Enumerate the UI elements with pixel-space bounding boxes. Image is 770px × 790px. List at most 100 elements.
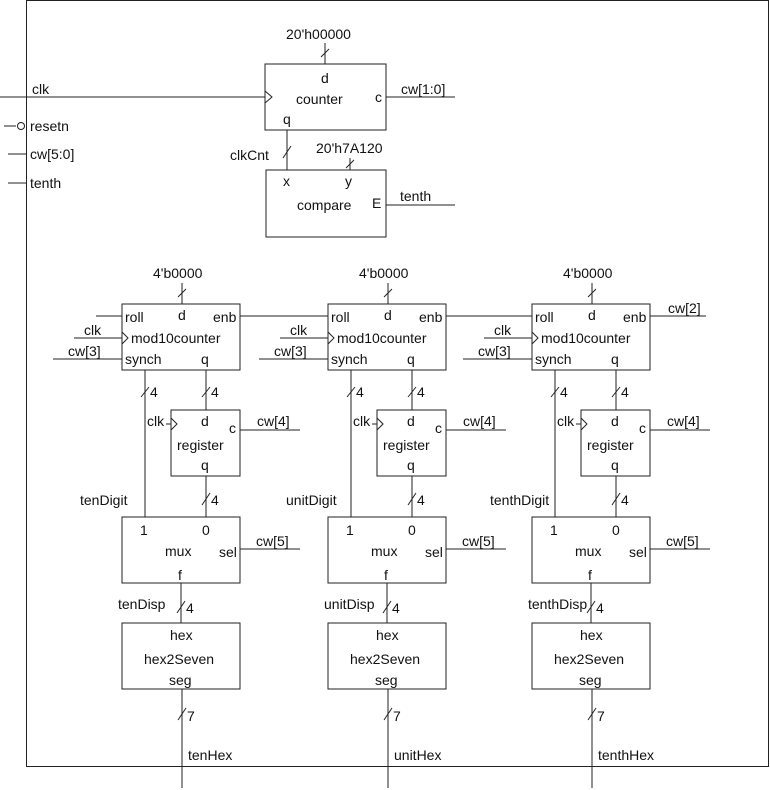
mux-f-port: f	[178, 567, 182, 583]
register-to-mux-bus-tick	[407, 492, 417, 506]
counter-const-bus-tick	[320, 48, 330, 58]
q-to-mux-bus-tick	[346, 386, 356, 398]
mod10-const-label: 4'b0000	[359, 265, 409, 281]
hex2seven-box	[327, 622, 447, 690]
q-to-register-width: 4	[417, 384, 425, 400]
mod10-title: mod10counter	[337, 330, 427, 346]
compare-e-signal: tenth	[400, 188, 431, 204]
q-to-mux-bus-tick	[550, 386, 560, 398]
mod10-clk-label: clk	[494, 322, 512, 338]
mod10-enb-signal: cw[2]	[668, 300, 701, 316]
mod10-enb-port: enb	[419, 309, 443, 325]
register-clock-marker	[580, 417, 588, 431]
mod10-d-port: d	[384, 307, 392, 323]
mux-in1-port: 1	[550, 522, 558, 538]
mux-sel-signal: cw[5]	[666, 533, 699, 549]
q-to-register-bus-tick	[201, 386, 211, 398]
mod10counter-box	[121, 303, 241, 371]
mux-sel-signal: cw[5]	[462, 533, 495, 549]
hex-output-bus-tick	[587, 707, 597, 721]
digit-column-ten: 4'b0000 roll d enb mod10counter synch q …	[53, 265, 300, 788]
mod10-d-port: d	[588, 307, 596, 323]
hex-output-bus-tick	[177, 707, 187, 721]
hex2seven-seg-port: seg	[375, 672, 398, 688]
mod10counter-box	[327, 303, 447, 371]
compare-box	[265, 169, 387, 238]
mod10-const-label: 4'b0000	[153, 265, 203, 281]
compare-title: compare	[297, 197, 352, 213]
hex2seven-in-port: hex	[170, 627, 193, 643]
mod10-roll-port: roll	[331, 309, 350, 325]
mod10-synch-port: synch	[535, 351, 572, 367]
resetn-invert-bubble	[17, 122, 25, 130]
mux-title: mux	[575, 543, 601, 559]
mod10-clk-label: clk	[84, 322, 102, 338]
register-box	[580, 409, 651, 477]
register-q-port: q	[201, 457, 209, 473]
register-c-port: c	[639, 420, 646, 436]
disp-signal-label: tenthDisp	[528, 596, 587, 612]
q-to-mux-bus-tick	[140, 386, 150, 398]
register-clk-label: clk	[353, 413, 371, 429]
q-to-register-bus-tick	[407, 386, 417, 398]
mux-title: mux	[165, 543, 191, 559]
mod10counter-box	[531, 303, 651, 371]
mod10-clock-marker	[121, 331, 129, 345]
compare-const-label: 20'h7A120	[316, 140, 383, 156]
mod10-roll-port: roll	[535, 309, 554, 325]
mod10-q-port: q	[611, 351, 619, 367]
register-q-port: q	[611, 457, 619, 473]
mod10-title: mod10counter	[131, 330, 221, 346]
hex2seven-seg-port: seg	[579, 672, 602, 688]
counter-block: 20'h00000 d counter c q cw[1:0] clkCnt	[230, 26, 455, 170]
disp-signal-label: unitDisp	[324, 596, 375, 612]
register-to-mux-width: 4	[211, 492, 219, 508]
compare-const-bus-tick	[345, 159, 355, 169]
tenth-input-label: tenth	[30, 175, 61, 191]
mod10-synch-signal: cw[3]	[478, 343, 511, 359]
register-box	[376, 409, 447, 477]
counter-const-label: 20'h00000	[286, 26, 351, 42]
hex2seven-box	[531, 622, 651, 690]
mux-in0-port: 0	[408, 522, 416, 538]
register-c-port: c	[229, 420, 236, 436]
hex2seven-in-port: hex	[376, 627, 399, 643]
mod10-clock-marker	[531, 331, 539, 345]
counter-title: counter	[296, 91, 343, 107]
mux-to-hex-bus-tick	[176, 600, 186, 614]
compare-y-port: y	[345, 173, 352, 189]
register-clock-marker	[376, 417, 384, 431]
register-to-mux-bus-tick	[201, 492, 211, 506]
hex2seven-title: hex2Seven	[350, 651, 420, 667]
hex-output-width: 7	[187, 708, 195, 724]
clkcnt-bus-tick	[282, 145, 292, 159]
mux-box	[327, 516, 447, 584]
mux-to-hex-bus-tick	[382, 600, 392, 614]
mux-box	[531, 516, 651, 584]
register-clk-label: clk	[557, 413, 575, 429]
digit-signal-label: unitDigit	[286, 492, 337, 508]
mod10-const-bus-tick	[177, 288, 187, 298]
counter-q-port: q	[283, 111, 291, 127]
compare-block: 20'h7A120 x y compare E tenth	[265, 140, 455, 238]
mux-box	[121, 516, 241, 584]
register-title: register	[383, 437, 430, 453]
mux-in1-port: 1	[140, 522, 148, 538]
digit-column-tenth: 4'b0000 roll d enb mod10counter synch q …	[463, 265, 710, 788]
q-to-register-width: 4	[211, 384, 219, 400]
cw-input-label: cw[5:0]	[30, 146, 74, 162]
mod10-const-label: 4'b0000	[563, 265, 613, 281]
mux-sel-port: sel	[219, 544, 237, 560]
counter-c-signal: cw[1:0]	[401, 81, 445, 97]
clkcnt-label: clkCnt	[230, 147, 269, 163]
register-c-signal: cw[4]	[667, 413, 700, 429]
mod10-clock-marker	[327, 331, 335, 345]
digit-column-unit: 4'b0000 roll d enb mod10counter synch q …	[259, 265, 506, 788]
mux-in0-port: 0	[202, 522, 210, 538]
mod10-d-port: d	[178, 307, 186, 323]
resetn-input-label: resetn	[30, 118, 69, 134]
register-c-port: c	[435, 420, 442, 436]
hex-output-label: unitHex	[394, 747, 441, 763]
hex2seven-in-port: hex	[580, 627, 603, 643]
